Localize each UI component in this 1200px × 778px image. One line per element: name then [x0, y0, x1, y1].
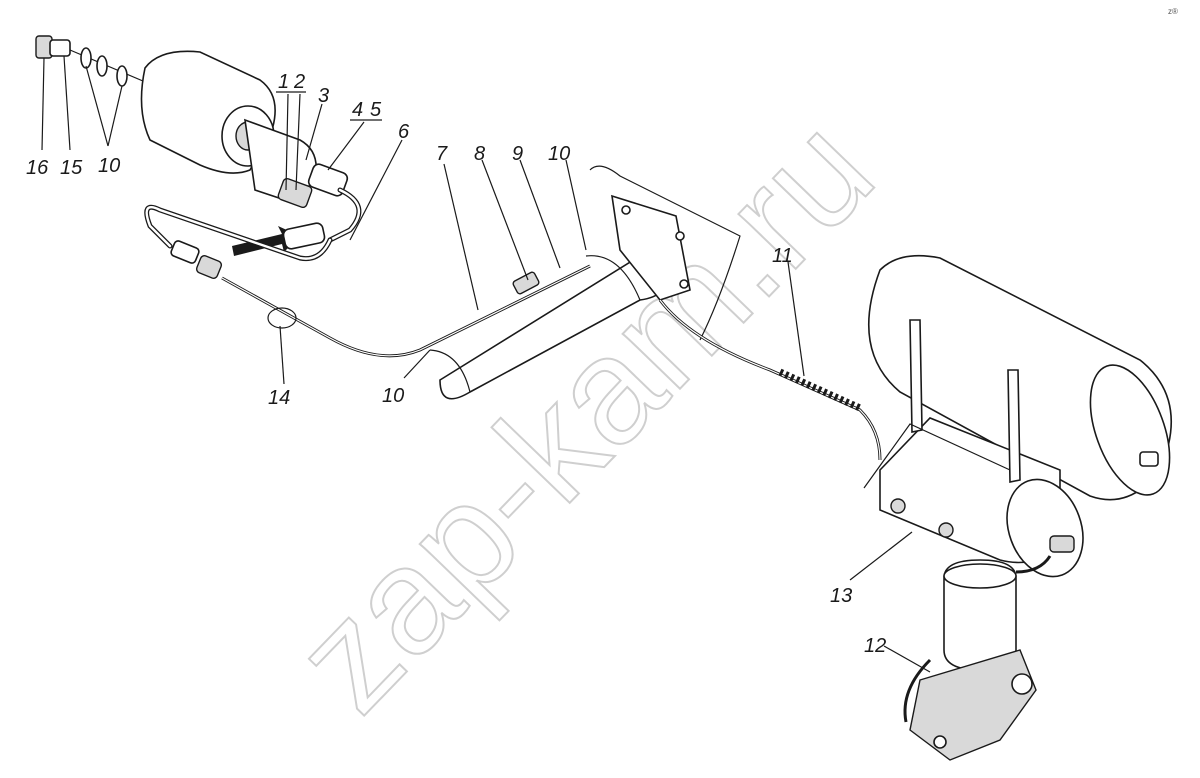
strap-10b	[585, 255, 641, 301]
callout-5: 5	[370, 99, 382, 121]
callout-2: 2	[293, 71, 305, 93]
fitting-15	[49, 39, 71, 57]
callout-8: 8	[474, 143, 485, 165]
connector-a	[170, 240, 200, 264]
hose-11	[778, 368, 862, 412]
callout-11: 11	[772, 245, 793, 267]
callouts: 16 15 10 1 2 3 4 5 6 7 8 9 10 10 14 11 1…	[26, 71, 886, 657]
callout-10-top: 10	[98, 155, 120, 177]
callout-9: 9	[512, 143, 523, 165]
callout-10-bottom: 10	[382, 385, 404, 407]
ring-10b	[96, 55, 108, 77]
callout-13: 13	[830, 585, 852, 607]
dryer-body	[909, 649, 1037, 761]
air-dryer	[903, 555, 1052, 761]
callout-6: 6	[398, 121, 410, 143]
callout-3: 3	[318, 85, 329, 107]
corner-mark: z®	[1168, 7, 1178, 16]
fitting-4-5	[307, 163, 349, 197]
receivers	[863, 254, 1172, 578]
bracket-plate	[611, 194, 691, 301]
ring-10c	[116, 65, 128, 87]
ring-10a	[80, 47, 92, 69]
connector-b	[195, 255, 223, 279]
callout-10-mid: 10	[548, 143, 570, 165]
leader-lines	[41, 55, 931, 673]
callout-12: 12	[864, 635, 886, 657]
cross-member	[589, 165, 741, 341]
watermark: zap-kam.ru	[261, 85, 905, 743]
frame-tube	[429, 165, 741, 400]
clamp-14	[267, 307, 297, 329]
callout-1: 1	[278, 71, 289, 93]
callout-16: 16	[26, 157, 49, 179]
pipe-12	[903, 658, 932, 723]
callout-4: 4	[352, 99, 363, 121]
dryer-canister	[943, 559, 1017, 671]
strap-10	[429, 349, 471, 393]
callout-15: 15	[60, 157, 83, 179]
callout-14: 14	[268, 387, 290, 409]
tee-8	[512, 271, 540, 295]
callout-7: 7	[436, 143, 448, 165]
coupling	[282, 222, 326, 250]
watermark-text: zap-kam.ru	[262, 86, 904, 742]
compressor-assembly	[35, 35, 362, 256]
